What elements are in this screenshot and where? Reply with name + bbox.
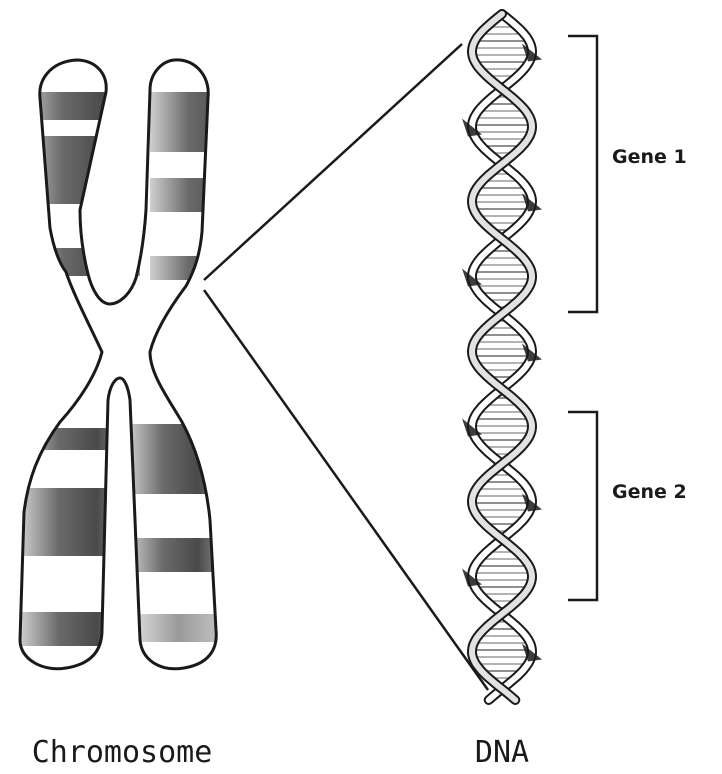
chromosome-band: [20, 248, 140, 276]
zoom-line-top: [204, 44, 462, 280]
chromosome-band: [150, 256, 260, 280]
chromosome-band: [20, 92, 140, 120]
chromosome-band: [128, 614, 228, 642]
gene2-label: Gene 2: [612, 481, 687, 503]
gene1-label: Gene 1: [612, 146, 687, 168]
chromosome-band: [20, 136, 140, 204]
dna-label: DNA: [475, 735, 529, 770]
zoom-line-bottom: [204, 290, 488, 690]
chromosome-band: [20, 612, 130, 646]
zoom-lines: [204, 44, 488, 690]
gene1-bracket: [568, 36, 597, 312]
chromosome-band: [20, 428, 130, 450]
chromosome-label: Chromosome: [32, 735, 213, 770]
chromosome-band: [20, 488, 130, 556]
chromosome-band: [128, 424, 228, 494]
chromosome: [20, 60, 260, 669]
gene2-bracket: [568, 412, 597, 600]
chromosome-bands: [20, 92, 260, 646]
dna-double-helix: [462, 14, 542, 700]
